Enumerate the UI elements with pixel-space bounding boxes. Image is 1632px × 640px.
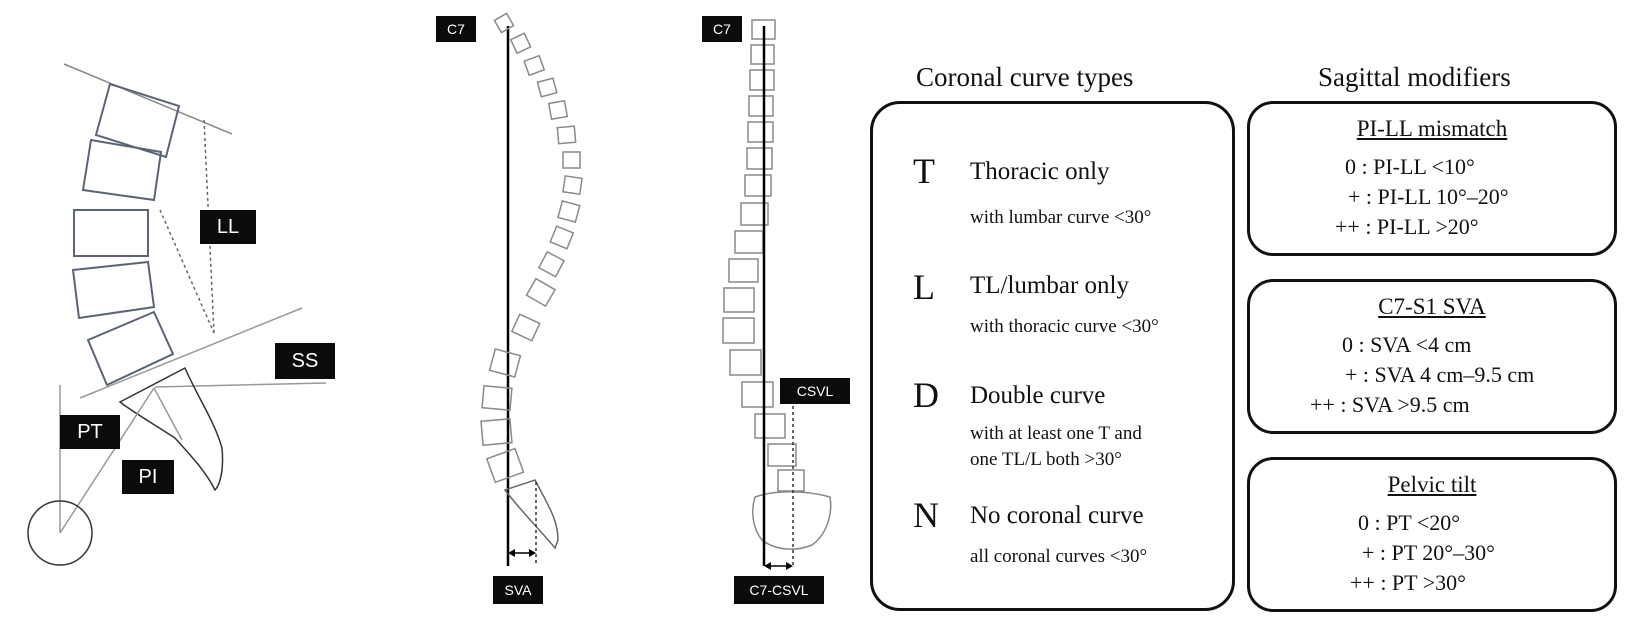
coronal-spine-figure	[722, 19, 832, 570]
sagittal-vertebrae	[480, 12, 583, 484]
ll-label: LL	[200, 210, 256, 244]
sva-arrowhead-right	[529, 549, 536, 557]
modifier-box-sva: C7-S1 SVA 0 : SVA <4 cm + : SVA 4 cm–9.5…	[1247, 279, 1617, 434]
c7-csvl-label: C7-CSVL	[734, 576, 824, 604]
ll-top-reference-line	[63, 63, 233, 135]
sagittal-spine-figure	[480, 12, 583, 566]
vertebra-l2	[81, 138, 163, 202]
curve-type-title-t: Thoracic only	[970, 158, 1110, 185]
vertebra-l3	[73, 209, 149, 257]
modifier-row-sva-2: ++ : SVA >9.5 cm	[1310, 392, 1470, 417]
modifier-box-pi-ll: PI-LL mismatch 0 : PI-LL <10° + : PI-LL …	[1247, 101, 1617, 256]
ll-dotted-line-lower	[159, 209, 215, 334]
c7-label-coronal: C7	[702, 16, 742, 42]
sacral-perpendicular-line	[153, 387, 183, 441]
coronal-pelvis	[752, 491, 832, 550]
modifier-row-pi-ll-2: ++ : PI-LL >20°	[1335, 214, 1479, 239]
modifier-title-pelvic-tilt: Pelvic tilt	[1387, 472, 1477, 497]
sagittal-sacrum	[503, 479, 559, 550]
modifier-row-pi-ll-1: + : PI-LL 10°–20°	[1348, 184, 1509, 209]
vertebra-l1	[94, 82, 181, 159]
modifier-row-sva-0: 0 : SVA <4 cm	[1342, 332, 1472, 357]
modifier-row-sva-1: + : SVA 4 cm–9.5 cm	[1345, 362, 1535, 387]
c7-csvl-arrowhead-left	[764, 562, 771, 570]
curve-type-letter-l: L	[913, 267, 935, 307]
pi-line	[59, 387, 155, 534]
sacral-endplate-line	[79, 307, 303, 399]
modifier-title-pi-ll: PI-LL mismatch	[1356, 116, 1508, 141]
curve-type-letter-d: D	[913, 375, 939, 415]
curve-type-title-l: TL/lumbar only	[970, 272, 1129, 299]
modifier-box-pelvic-tilt: Pelvic tilt 0 : PT <20° + : PT 20°–30° +…	[1247, 457, 1617, 612]
c7-csvl-arrowhead-right	[786, 562, 793, 570]
curve-type-desc-d-2: one TL/L both >30°	[970, 449, 1122, 470]
modifier-row-pi-ll-0: 0 : PI-LL <10°	[1345, 154, 1475, 179]
curve-type-letter-t: T	[913, 151, 935, 191]
femoral-head	[27, 500, 93, 566]
vertebra-l4	[71, 260, 156, 320]
sagittal-heading: Sagittal modifiers	[1318, 62, 1511, 92]
horizontal-reference-line	[154, 382, 327, 388]
modifier-row-pt-2: ++ : PT >30°	[1350, 570, 1466, 595]
modifier-row-pt-1: + : PT 20°–30°	[1362, 540, 1495, 565]
ss-label: SS	[275, 343, 335, 379]
vertebra-l5	[86, 310, 175, 387]
curve-type-desc-d-1: with at least one T and	[970, 423, 1142, 444]
curve-type-letter-n: N	[913, 495, 939, 535]
curve-type-desc-t: with lumbar curve <30°	[970, 207, 1152, 228]
sacrum-outline	[118, 366, 224, 492]
c7-label-sagittal: C7	[436, 16, 476, 42]
lumbar-pelvis-figure	[27, 63, 327, 566]
curve-type-title-d: Double curve	[970, 382, 1106, 409]
coronal-panel: T Thoracic only with lumbar curve <30° L…	[870, 101, 1235, 611]
curve-type-title-n: No coronal curve	[970, 502, 1144, 529]
csvl-label: CSVL	[780, 378, 850, 404]
pi-label: PI	[122, 460, 174, 494]
curve-type-desc-n: all coronal curves <30°	[970, 546, 1148, 567]
modifier-title-sva: C7-S1 SVA	[1378, 294, 1486, 319]
sva-label: SVA	[493, 576, 543, 604]
modifier-row-pt-0: 0 : PT <20°	[1358, 510, 1461, 535]
sva-arrowhead-left	[508, 549, 515, 557]
pt-label: PT	[60, 415, 120, 449]
curve-type-desc-l: with thoracic curve <30°	[970, 316, 1159, 337]
coronal-vertebrae	[722, 19, 805, 492]
coronal-heading: Coronal curve types	[916, 62, 1134, 92]
